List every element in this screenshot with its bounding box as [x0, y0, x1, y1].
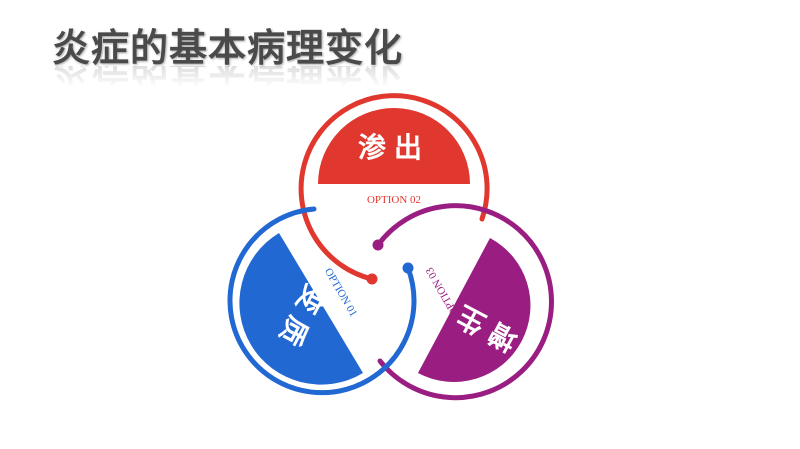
option-02-group: 渗出 OPTION 02: [298, 93, 490, 285]
option-02-ring: [298, 93, 490, 282]
option-02-title: 渗出: [358, 131, 430, 164]
title-block: 炎症的基本病理变化 炎症的基本病理变化: [52, 26, 403, 88]
option-02-ring-dot: [366, 273, 378, 285]
option-01-half-disc: [239, 233, 363, 385]
option-02-caption: OPTION 02: [367, 194, 421, 206]
option-03-half-disc: [418, 238, 531, 382]
option-03-ring: [375, 203, 554, 401]
option-03-ring-dot: [372, 239, 384, 251]
option-01-group: 变质 OPTION 01: [227, 206, 417, 396]
option-01-ring-dot: [402, 262, 414, 274]
option-03-caption: OPTION 03: [423, 265, 461, 318]
option-02-half-disc: [318, 108, 470, 184]
option-03-group: 增生 OPTION 03: [372, 203, 554, 401]
option-01-ring: [227, 206, 417, 396]
page-title: 炎症的基本病理变化: [52, 26, 404, 70]
